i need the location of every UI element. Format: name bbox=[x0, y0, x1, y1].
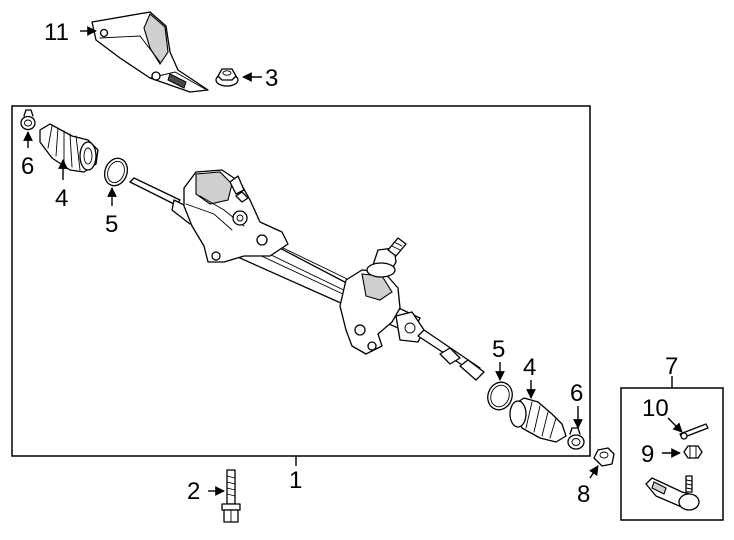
callout-heat-shield: 11 bbox=[44, 19, 69, 46]
band-left-drawing bbox=[103, 157, 129, 187]
cotter-pin-drawing bbox=[679, 423, 709, 440]
boot-left-drawing bbox=[39, 123, 99, 173]
callout-tie-rod-nut: 8 bbox=[577, 481, 590, 508]
callout-castle-nut: 9 bbox=[641, 441, 654, 468]
flange-nut-drawing bbox=[215, 68, 239, 87]
callout-bolt: 2 bbox=[187, 478, 200, 505]
callout-clamp-left: 6 bbox=[21, 153, 34, 180]
assembly-frame bbox=[11, 105, 591, 457]
leader-lines bbox=[23, 26, 683, 496]
callout-band-right: 5 bbox=[492, 336, 505, 363]
bolt-drawing bbox=[221, 469, 241, 523]
boot-right-drawing bbox=[509, 397, 567, 443]
castle-nut-drawing bbox=[683, 445, 703, 459]
callout-boot-left: 4 bbox=[55, 185, 68, 212]
band-right-drawing bbox=[487, 381, 513, 411]
callout-band-left: 5 bbox=[105, 211, 118, 238]
heat-shield-drawing bbox=[91, 11, 209, 93]
callout-rack-assembly: 1 bbox=[289, 467, 302, 494]
callout-cotter-pin: 10 bbox=[642, 395, 669, 422]
callout-boot-right: 4 bbox=[523, 354, 536, 381]
clamp-left-drawing bbox=[20, 109, 36, 131]
steering-rack-drawing bbox=[129, 169, 485, 381]
callout-nut: 3 bbox=[265, 65, 278, 92]
clamp-right-drawing bbox=[567, 427, 585, 450]
callout-clamp-right: 6 bbox=[570, 380, 583, 407]
callout-tie-rod-end-kit: 7 bbox=[665, 353, 678, 380]
tie-rod-end-drawing bbox=[645, 475, 700, 511]
tie-rod-nut-drawing bbox=[593, 447, 615, 467]
